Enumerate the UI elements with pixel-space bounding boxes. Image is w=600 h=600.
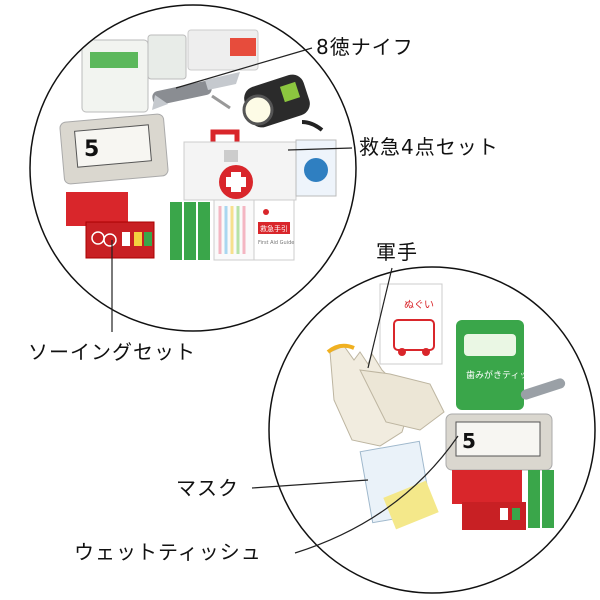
- label-knife: 8徳ナイフ: [316, 35, 414, 59]
- cotton-swabs: [213, 199, 255, 261]
- label-first-aid-set: 救急4点セット: [359, 135, 499, 159]
- wipe-label: ぬぐい: [404, 299, 434, 311]
- wet-tissue-pack-lower: 5: [445, 413, 553, 471]
- mask: [359, 440, 439, 530]
- leader-wet-tissue: [294, 435, 459, 554]
- first-aid-box: [183, 129, 297, 201]
- label-mask: マスク: [176, 476, 239, 500]
- leader-gloves: [367, 267, 393, 369]
- wet-tissue-pack-upper: 5: [59, 113, 169, 185]
- multitool-knife-lower: [520, 378, 566, 400]
- wet-tissue-number-lower: 5: [462, 429, 476, 453]
- upper-circle-group: 5: [29, 4, 357, 332]
- label-wet-tissue: ウェットティッシュ: [74, 540, 262, 564]
- wipe-package: ぬぐい: [379, 283, 443, 365]
- toothbrush-tissue-pack: 歯みがきティッシュ: [456, 320, 546, 410]
- leader-knife: [175, 47, 313, 89]
- leader-first-aid: [287, 147, 353, 151]
- sewing-kit-lower: [452, 470, 526, 530]
- leader-lines: [111, 47, 459, 554]
- bandages-lower: [528, 470, 554, 528]
- multitool-knife: [152, 72, 240, 110]
- first-aid-guide-card: 救急手引 First Aid Guide: [253, 199, 295, 261]
- sewing-kit: [66, 192, 155, 259]
- bandages: [170, 202, 210, 260]
- first-aid-card-title: 救急手引: [260, 224, 288, 233]
- flashlight: [242, 74, 310, 128]
- toothbrush-tissue-label: 歯みがきティッシュ: [466, 369, 546, 381]
- label-sewing-set: ソーイングセット: [28, 340, 196, 364]
- label-gloves: 軍手: [376, 240, 418, 264]
- lower-circle-group: ぬぐい 歯みがきティッシュ: [268, 266, 596, 594]
- tissue-pack-top: [81, 29, 259, 113]
- leader-mask: [251, 479, 369, 489]
- strap: [301, 120, 324, 132]
- first-aid-card-subtitle: First Aid Guide: [258, 240, 294, 246]
- wet-tissue-number: 5: [84, 137, 99, 162]
- work-gloves: [326, 343, 445, 447]
